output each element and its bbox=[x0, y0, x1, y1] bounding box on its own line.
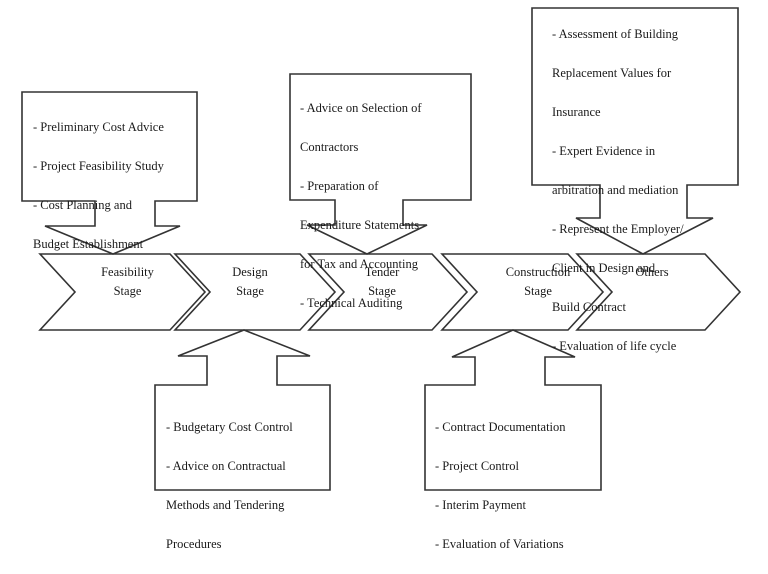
callout-line: - Technical Auditing bbox=[300, 295, 403, 310]
stage-suffix: Stage bbox=[113, 284, 142, 298]
callout-line: Expenditure Statements bbox=[300, 217, 420, 232]
stage-suffix: Stage bbox=[524, 284, 552, 298]
callout-line: - Interim Payment bbox=[435, 497, 526, 512]
stage-label-construction: Construction Stage bbox=[478, 263, 598, 301]
stage-suffix: Stage bbox=[368, 284, 396, 298]
callout-line: - Contract Documentation bbox=[435, 419, 566, 434]
callout-line: Methods and Tendering bbox=[166, 497, 285, 512]
callout-line: Insurance bbox=[552, 104, 601, 119]
callout-line: - Represent the Employer/ bbox=[552, 221, 684, 236]
callout-line: - Project Control bbox=[435, 458, 520, 473]
stage-suffix: Stage bbox=[236, 284, 264, 298]
callout-line: for Tax and Accounting bbox=[300, 256, 418, 271]
callout-line: - Advice on Selection of bbox=[300, 100, 422, 115]
stage-label-feasibility: Feasibility Stage bbox=[75, 263, 180, 301]
chevron-feasibility bbox=[38, 253, 207, 331]
callout-line: - Preparation of bbox=[300, 178, 379, 193]
callout-line: - Evaluation of Variations bbox=[435, 536, 564, 551]
callout-text-tender: - Advice on Selection of Contractors - P… bbox=[300, 79, 422, 333]
callout-line: Procedures bbox=[166, 536, 222, 551]
stage-name: Feasibility bbox=[101, 265, 154, 279]
callout-line: Client in Design and bbox=[552, 260, 656, 275]
stage-name: Design bbox=[232, 265, 268, 279]
stage-name: Construction bbox=[505, 265, 571, 279]
chevron-design bbox=[173, 253, 337, 331]
callout-shape-others bbox=[531, 7, 739, 255]
diagram-canvas bbox=[21, 7, 742, 491]
callout-text-others: - Assessment of Building Replacement Val… bbox=[552, 5, 684, 376]
callout-line: Build Contract bbox=[552, 299, 626, 314]
callout-line: - Expert Evidence in bbox=[552, 143, 656, 158]
stage-name: Tender bbox=[364, 265, 400, 279]
callout-line: - Assessment of Building bbox=[552, 26, 679, 41]
chevron-tender bbox=[307, 253, 469, 331]
callout-text-construction: - Contract Documentation - Project Contr… bbox=[435, 398, 566, 574]
callout-shape-feasibility bbox=[21, 91, 198, 255]
callout-line: - Advice on Contractual bbox=[166, 458, 286, 473]
callout-text-design: - Budgetary Cost Control - Advice on Con… bbox=[166, 398, 293, 574]
callout-line: - Project Feasibility Study bbox=[33, 158, 164, 173]
callout-line: Contractors bbox=[300, 139, 359, 154]
callout-shape-construction bbox=[424, 329, 602, 491]
stage-name: Others bbox=[635, 265, 669, 279]
callout-line: Replacement Values for bbox=[552, 65, 672, 80]
callout-line: Budget Establishment bbox=[33, 236, 144, 251]
callout-line: arbitration and mediation bbox=[552, 182, 679, 197]
callout-line: - Budgetary Cost Control bbox=[166, 419, 293, 434]
stage-label-tender: Tender Stage bbox=[332, 263, 432, 301]
chevron-others bbox=[575, 253, 742, 331]
chevron-construction bbox=[440, 253, 605, 331]
callout-text-feasibility: - Preliminary Cost Advice - Project Feas… bbox=[33, 98, 164, 274]
stage-label-others: Others bbox=[602, 263, 702, 282]
callout-line: - Cost Planning and bbox=[33, 197, 132, 212]
callout-shape-tender bbox=[289, 73, 472, 255]
callout-line: - Evaluation of life cycle bbox=[552, 338, 677, 353]
stage-label-design: Design Stage bbox=[200, 263, 300, 301]
callout-shape-design bbox=[154, 329, 331, 491]
callout-line: - Preliminary Cost Advice bbox=[33, 119, 164, 134]
